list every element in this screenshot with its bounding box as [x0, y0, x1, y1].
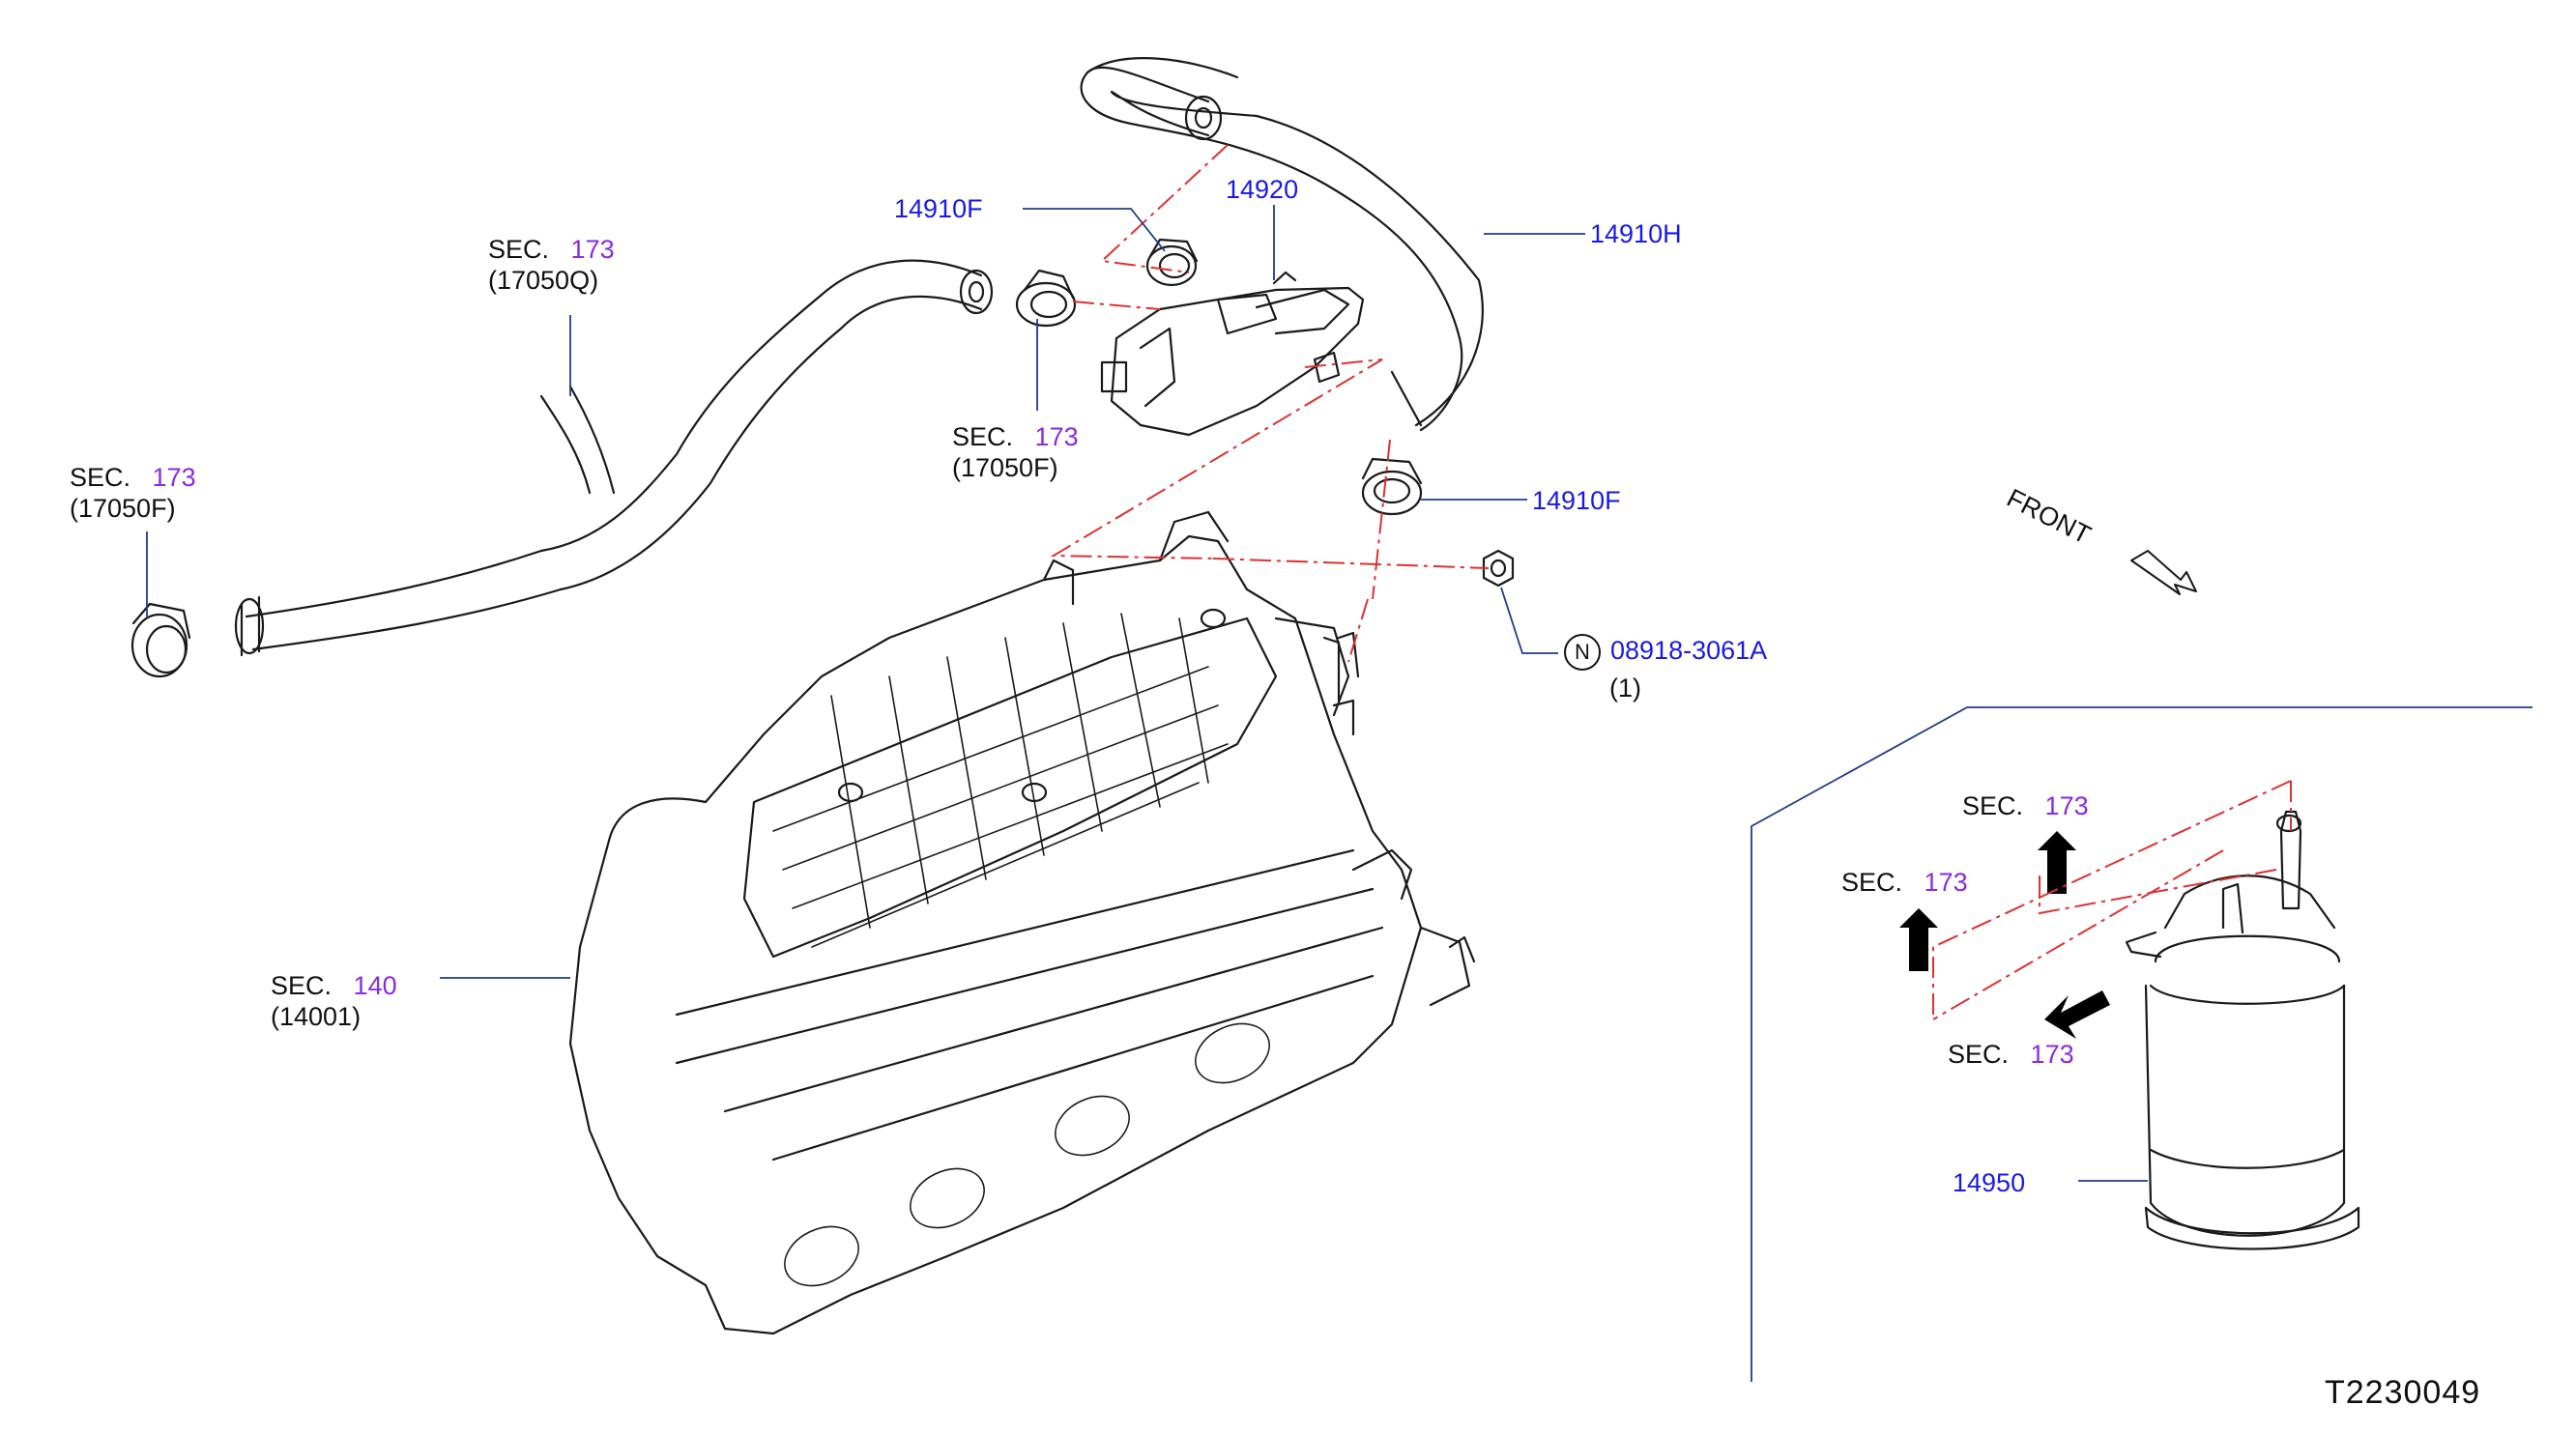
- sec-number[interactable]: 173: [2030, 1040, 2074, 1069]
- part-number-14910f-top[interactable]: 14910F: [894, 194, 983, 223]
- purge-control-valve-14920[interactable]: [1100, 271, 1365, 437]
- nut-08918-3061a[interactable]: [1482, 549, 1515, 588]
- part-ref: (17050Q): [488, 266, 599, 295]
- inset-border: [1751, 706, 2533, 1382]
- hose-clamp-17050f-mid[interactable]: [1015, 269, 1077, 328]
- label-inset-sec-left[interactable]: SEC. 173: [1841, 868, 1968, 897]
- hose-clamp-14910f-top[interactable]: [1145, 238, 1199, 287]
- nut-quantity: (1): [1609, 674, 1641, 703]
- part-number-14910f-right[interactable]: 14910F: [1532, 486, 1621, 515]
- evap-hose-17050q[interactable]: [234, 259, 994, 657]
- part-number-14920[interactable]: 14920: [1226, 175, 1299, 204]
- leader-14910f-top: [1023, 208, 1166, 252]
- part-ref: (14001): [271, 1002, 362, 1031]
- label-inset-sec-bottom[interactable]: SEC. 173: [1948, 1040, 2074, 1069]
- evap-canister-14950[interactable]: [2125, 810, 2360, 1250]
- part-ref: (17050F): [70, 494, 176, 523]
- diagram-code: T2230049: [2325, 1374, 2481, 1411]
- label-sec-140[interactable]: SEC. 140 (14001): [271, 971, 397, 1031]
- intake-manifold-14001[interactable]: [568, 510, 1476, 1335]
- sec-number[interactable]: 173: [152, 463, 196, 492]
- part-number-14910h[interactable]: 14910H: [1590, 219, 1682, 248]
- hose-clamp-14910f-right[interactable]: [1361, 457, 1423, 516]
- sec-number[interactable]: 173: [570, 235, 615, 264]
- sec-number[interactable]: 140: [353, 971, 397, 1000]
- n-circle-icon: N: [1564, 634, 1601, 671]
- flow-arrows: [1899, 831, 2110, 1039]
- label-sec-17050f-left[interactable]: SEC. 173 (17050F): [70, 463, 196, 523]
- sec-number[interactable]: 173: [1034, 422, 1079, 451]
- hose-clamp-left[interactable]: [130, 602, 191, 678]
- label-inset-sec-top[interactable]: SEC. 173: [1962, 791, 2089, 820]
- part-number-08918-3061a[interactable]: 08918-3061A: [1610, 636, 1768, 666]
- front-arrow-icon: [2130, 550, 2197, 595]
- leader-nut: [1500, 587, 1558, 654]
- part-ref: (17050F): [952, 453, 1058, 482]
- part-number-14950[interactable]: 14950: [1953, 1168, 2026, 1197]
- sec-number[interactable]: 173: [2044, 791, 2089, 820]
- label-nut[interactable]: N 08918-3061A: [1564, 634, 1767, 671]
- sec-number[interactable]: 173: [1924, 868, 1968, 897]
- purge-hose-14910h[interactable]: [1080, 57, 1484, 432]
- label-sec-17050q[interactable]: SEC. 173 (17050Q): [488, 235, 615, 295]
- label-sec-17050f-mid[interactable]: SEC. 173 (17050F): [952, 422, 1079, 482]
